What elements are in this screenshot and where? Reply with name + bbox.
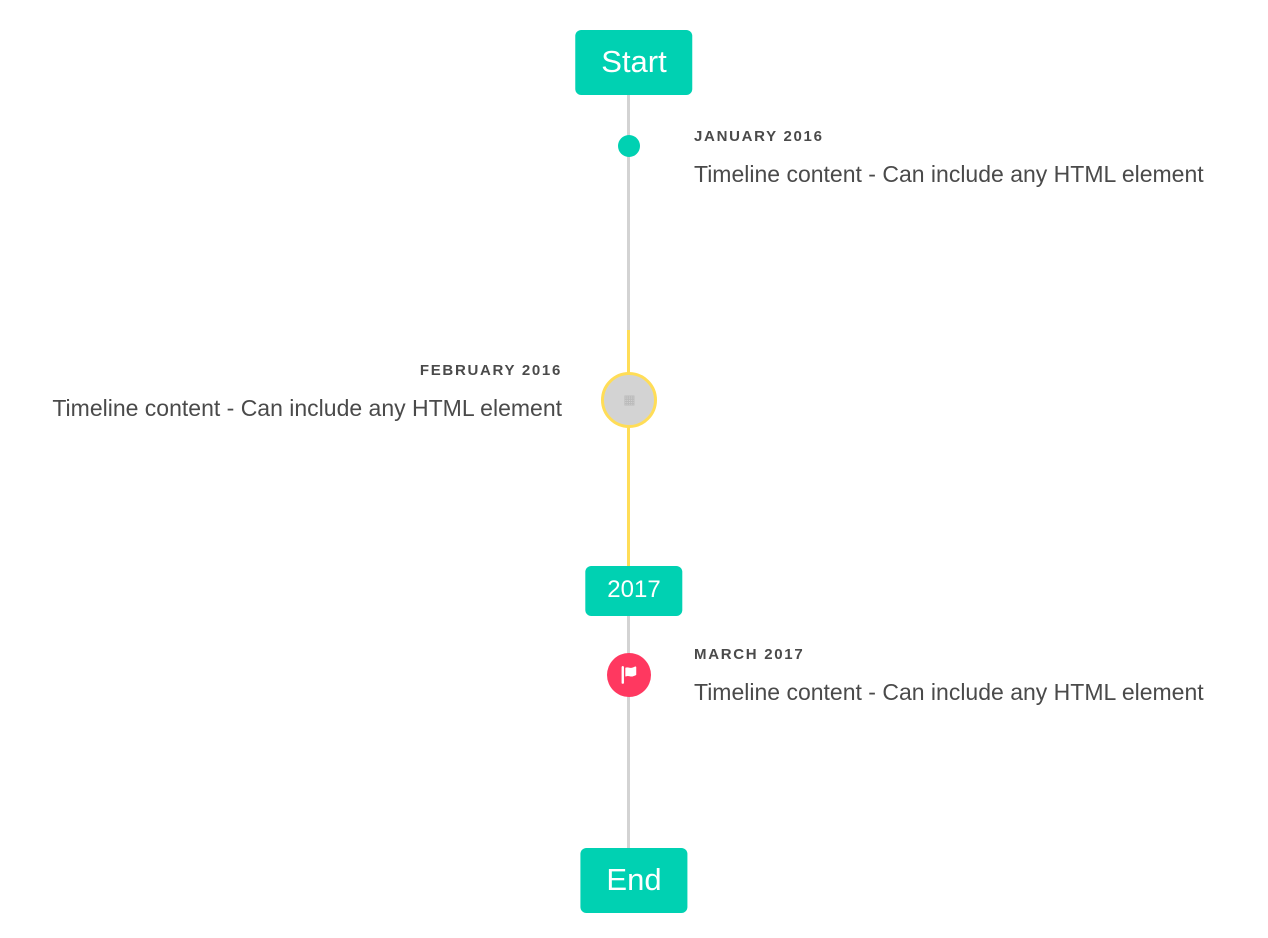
timeline-rail-lower — [627, 612, 630, 850]
timeline-item-heading: MARCH 2017 — [694, 646, 805, 663]
timeline-rail-highlight — [627, 330, 630, 566]
timeline-year-badge-2017[interactable]: 2017 — [585, 566, 683, 616]
timeline-item-content: FEBRUARY 2016 Timeline content - Can inc… — [40, 362, 562, 425]
flag-marker-icon[interactable] — [607, 653, 651, 697]
timeline-item-body: Timeline content - Can include any HTML … — [694, 161, 1204, 187]
timeline-start-badge[interactable]: Start — [575, 30, 693, 95]
timeline-item-heading: JANUARY 2016 — [694, 128, 824, 145]
timeline-item-heading: FEBRUARY 2016 — [419, 362, 562, 379]
timeline-item-body: Timeline content - Can include any HTML … — [52, 395, 562, 421]
timeline-rail-upper — [627, 94, 630, 332]
timeline-item-content: MARCH 2017 Timeline content - Can includ… — [694, 646, 1216, 709]
broken-image-marker-icon[interactable]: ▦ — [601, 372, 657, 428]
timeline-end-badge[interactable]: End — [580, 848, 688, 913]
flag-icon — [621, 666, 637, 684]
dot-marker-icon[interactable] — [618, 135, 640, 157]
timeline-item-content: JANUARY 2016 Timeline content - Can incl… — [694, 128, 1216, 191]
timeline-item-body: Timeline content - Can include any HTML … — [694, 679, 1204, 705]
broken-image-glyph: ▦ — [624, 390, 634, 410]
